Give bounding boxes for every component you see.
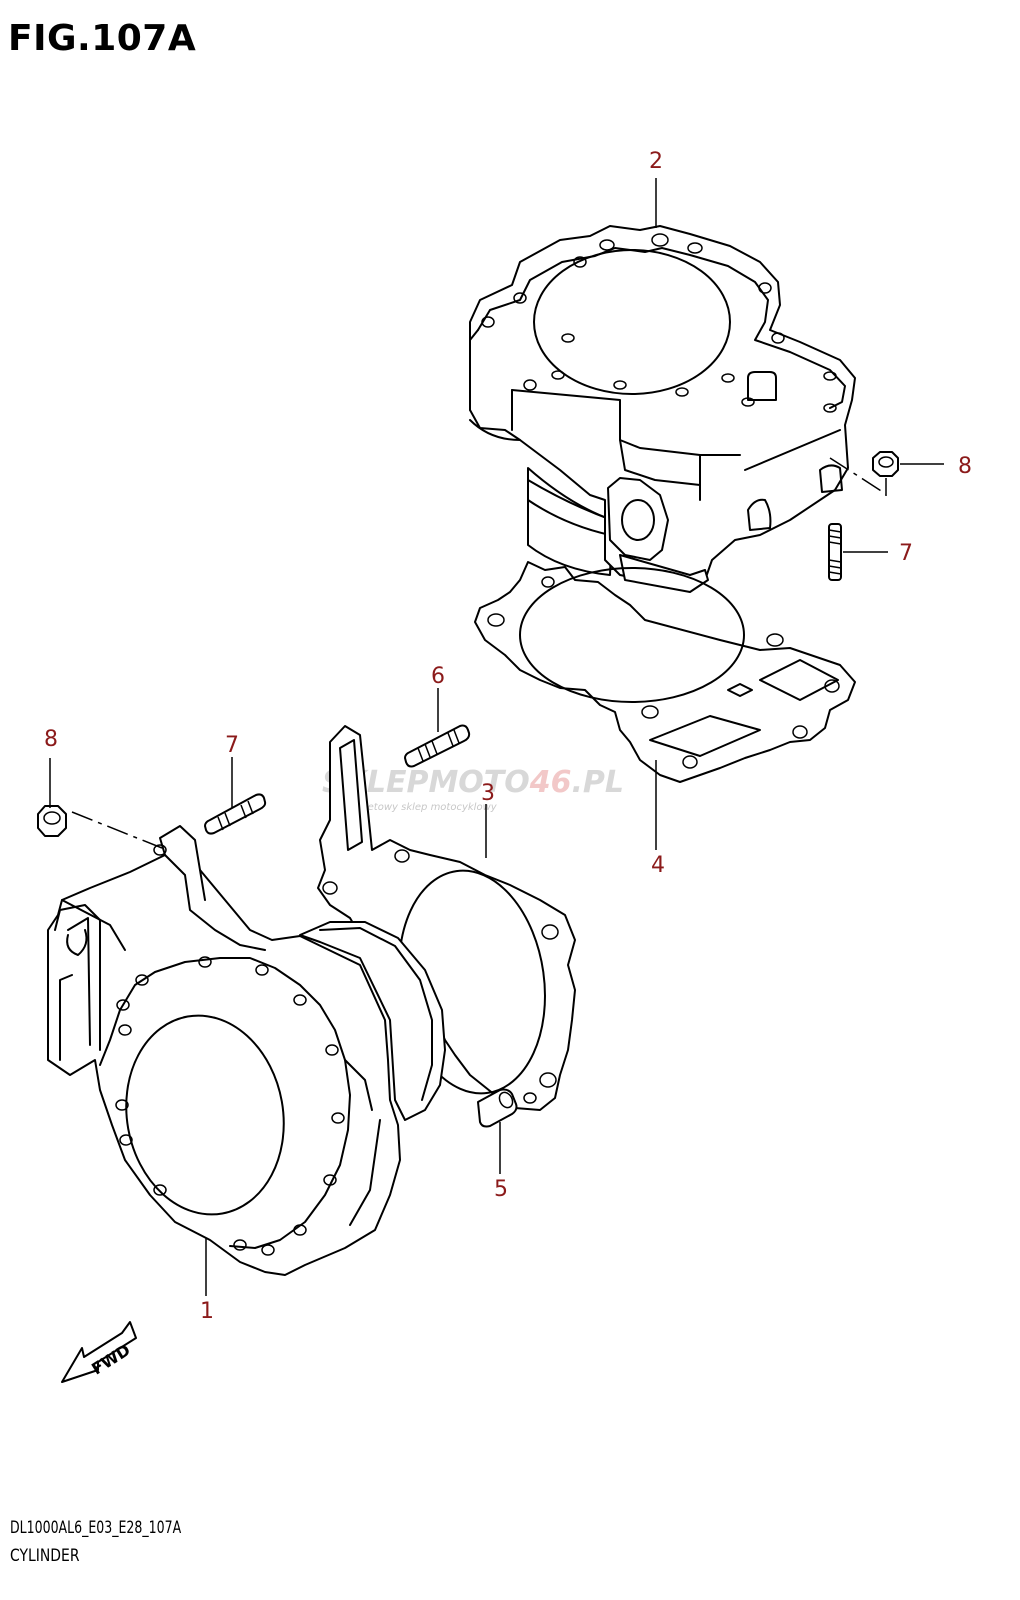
cylinder-front-part[interactable] <box>47 825 446 1276</box>
front-base-gasket-part[interactable] <box>317 725 576 1111</box>
callout-6: 6 <box>431 664 445 689</box>
assembly-line-right-nut <box>829 457 887 495</box>
section-name: CYLINDER <box>10 1546 80 1566</box>
assembly-line-left-nut <box>71 811 163 849</box>
stud-left-part[interactable] <box>204 793 267 835</box>
watermark-brand: SKLEPMOTO46.PL <box>322 765 624 800</box>
stud-center-part[interactable] <box>404 724 471 768</box>
callout-2: 2 <box>649 149 663 174</box>
dowel-pin-part[interactable] <box>477 1088 518 1128</box>
watermark-tagline: internetowy sklep motocyklowy <box>338 802 498 813</box>
callout-4: 4 <box>651 853 665 878</box>
figure-title: FIG.107A <box>8 18 197 59</box>
callout-5: 5 <box>494 1177 508 1202</box>
callout-8-left: 8 <box>44 727 58 752</box>
nut-right-part[interactable] <box>872 451 899 477</box>
callout-3: 3 <box>481 781 495 806</box>
stud-right-part[interactable] <box>828 523 842 581</box>
callout-7-right: 7 <box>899 541 913 566</box>
cylinder-rear-part[interactable] <box>469 225 856 593</box>
fwd-arrow-icon: FWD <box>61 1321 137 1383</box>
rear-base-gasket-part[interactable] <box>474 561 856 783</box>
callout-leaders <box>49 178 944 1296</box>
model-code: DL1000AL6_E03_E28_107A <box>10 1518 182 1538</box>
nut-left-part[interactable] <box>37 805 67 837</box>
callout-1: 1 <box>200 1299 214 1324</box>
callout-8-right: 8 <box>958 454 972 479</box>
callout-7-left: 7 <box>225 733 239 758</box>
